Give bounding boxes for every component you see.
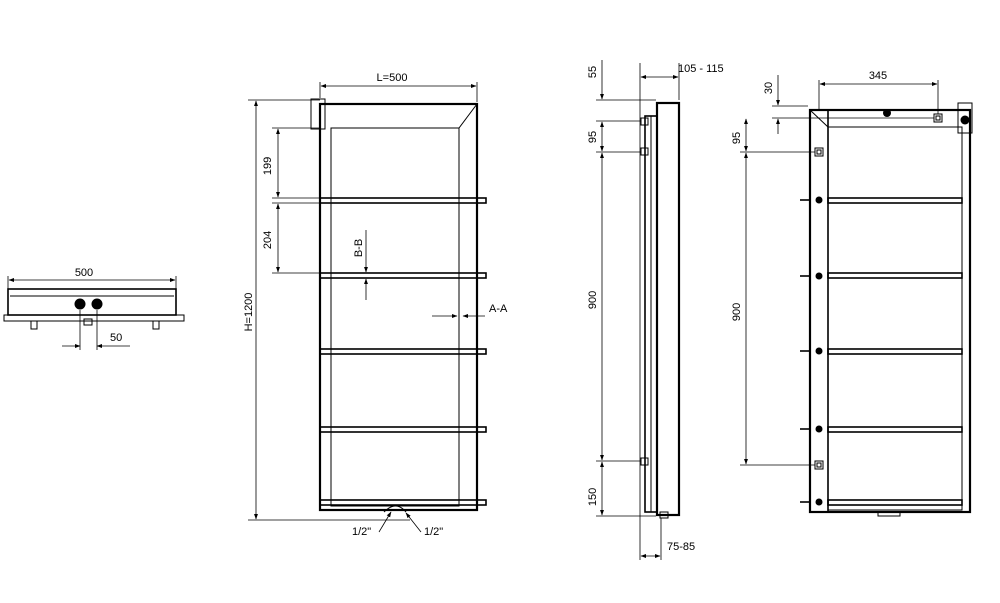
section-aa-label: A-A bbox=[489, 303, 508, 315]
rear-mount-distance-label: 900 bbox=[731, 303, 743, 321]
rear-crossbar bbox=[827, 197, 963, 204]
crossbar bbox=[319, 348, 487, 355]
side-depth-label: 105 - 115 bbox=[678, 63, 724, 75]
top-spacing-label: 50 bbox=[110, 332, 122, 344]
outlet-connector bbox=[91, 298, 103, 310]
inlet-connector bbox=[74, 298, 86, 310]
rear-crossbar bbox=[827, 272, 963, 279]
rear-outer-frame bbox=[808, 108, 972, 514]
front-top-gap-label: 199 bbox=[262, 157, 274, 175]
section-bb-label: B-B bbox=[353, 239, 365, 257]
crossbar bbox=[319, 426, 487, 433]
rear-mount-dot bbox=[883, 109, 891, 117]
rear-bolt bbox=[815, 498, 823, 506]
front-height-label: H=1200 bbox=[243, 293, 255, 332]
front-width-label: L=500 bbox=[377, 72, 408, 84]
rear-width-label: 345 bbox=[869, 70, 887, 82]
side-view: 105 - 115 55 95 900 150 75-85 bbox=[587, 60, 724, 560]
crossbar bbox=[319, 499, 487, 506]
side-bracket-gap-label: 95 bbox=[587, 131, 599, 143]
rear-view: 345 30 95 900 bbox=[731, 70, 973, 517]
rear-bolt bbox=[815, 347, 823, 355]
rear-crossbar bbox=[827, 499, 963, 506]
rear-crossbar bbox=[827, 426, 963, 433]
front-bar-gap-label: 204 bbox=[262, 231, 274, 249]
rear-inner-frame bbox=[827, 126, 963, 511]
side-bottom-label: 150 bbox=[587, 488, 599, 506]
rear-bolt bbox=[815, 272, 823, 280]
rear-bracket-gap-label: 95 bbox=[731, 132, 743, 144]
crossbar bbox=[319, 272, 487, 279]
front-outer-frame bbox=[318, 102, 479, 512]
top-view: 500 50 bbox=[3, 267, 185, 350]
front-view: L=500 H=1200 199 204 B-B A-A 1/2" 1/2" bbox=[243, 72, 508, 538]
top-view-wall-plate bbox=[3, 314, 185, 322]
rear-bolt bbox=[815, 425, 823, 433]
side-radiator-body bbox=[655, 101, 681, 517]
rear-crossbar bbox=[827, 348, 963, 355]
crossbar bbox=[319, 197, 487, 204]
rear-valve-dot bbox=[960, 115, 970, 125]
side-top-offset-label: 55 bbox=[587, 66, 599, 78]
connection-left-label: 1/2" bbox=[352, 526, 371, 538]
side-wall-gap-label: 75-85 bbox=[667, 541, 695, 553]
front-inner-frame bbox=[330, 127, 460, 507]
side-mount-distance-label: 900 bbox=[587, 291, 599, 309]
rear-bolt bbox=[815, 196, 823, 204]
top-width-label: 500 bbox=[75, 267, 93, 279]
rear-top-offset-label: 30 bbox=[763, 82, 775, 94]
connection-right-label: 1/2" bbox=[424, 526, 443, 538]
